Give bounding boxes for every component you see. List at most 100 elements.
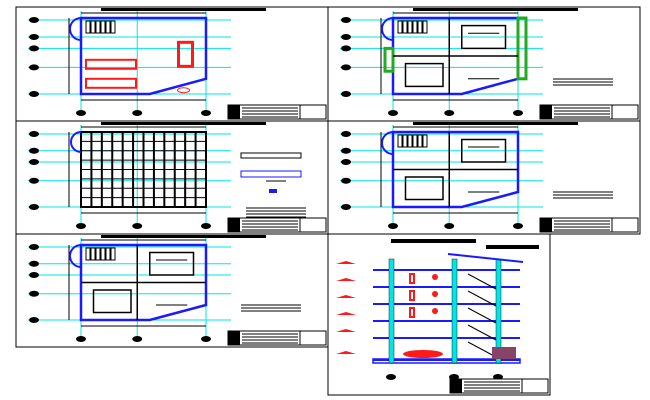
stair-tread: [407, 134, 413, 148]
title-block-logo: [540, 218, 552, 232]
floor-slab: [373, 337, 520, 339]
ground-slab: [372, 358, 521, 364]
bed-fixture: [85, 77, 137, 89]
axis-bubble: [201, 110, 211, 116]
room: [404, 62, 444, 88]
axis-bubble: [341, 159, 351, 165]
detail-beam: [240, 152, 302, 159]
level-marker: [336, 329, 356, 332]
axis-bubble: [513, 110, 523, 116]
axis-bubble: [29, 131, 39, 137]
sheet-border: [327, 120, 641, 235]
axis-bubble: [76, 336, 86, 342]
bed-fixture: [85, 58, 137, 70]
sheet-title-bar: [391, 239, 476, 243]
level-marker: [336, 351, 356, 354]
stair-tread: [110, 247, 116, 261]
stair-tread: [412, 134, 418, 148]
detail-symbol: [269, 189, 277, 193]
sheet-5-floor-plan: [15, 233, 329, 348]
axis-bubble: [341, 204, 351, 210]
room: [404, 176, 444, 201]
stair-tread: [397, 134, 403, 148]
floor-slab: [373, 320, 520, 322]
axis-bubble: [132, 110, 143, 116]
axis-bubble: [341, 177, 351, 184]
axis-bubble: [388, 223, 398, 229]
exterior-wall: [79, 243, 208, 322]
car-fixture: [177, 40, 194, 68]
stair-curve: [69, 17, 82, 41]
column: [451, 258, 458, 364]
fixture-ellipse: [177, 87, 190, 94]
stair-tread: [417, 134, 423, 148]
room: [149, 251, 195, 276]
axis-bubble: [444, 110, 455, 116]
foundation: [492, 347, 516, 359]
stair-tread: [412, 20, 418, 34]
stair-tread: [95, 247, 101, 261]
stair-tread: [417, 20, 423, 34]
hatch-area: [383, 46, 395, 73]
stair-tread: [407, 20, 413, 34]
sheet-title-bar: [101, 122, 266, 125]
axis-bubble: [341, 91, 351, 97]
stair-tread: [95, 20, 101, 34]
door: [409, 273, 415, 284]
axis-bubble: [201, 336, 211, 342]
sheet-4-floor-plan: [327, 120, 641, 235]
stair-flight: [467, 307, 497, 324]
sheet-6-section: [327, 233, 551, 396]
axis-bubble: [388, 110, 398, 116]
axis-bubble: [29, 204, 39, 210]
sheet-title-bar: [413, 122, 578, 125]
stair-tread: [422, 134, 428, 148]
axis-bubble: [341, 34, 351, 40]
sheet-title-bar: [101, 8, 266, 11]
axis-bubble: [29, 147, 39, 154]
axis-bubble: [29, 45, 39, 52]
axis-bubble: [513, 223, 523, 229]
room: [92, 289, 132, 314]
stair-curve: [381, 17, 394, 41]
stair-flight: [467, 273, 497, 290]
title-block-logo: [228, 331, 240, 345]
sheet-2-floor-plan: [327, 6, 641, 122]
axis-bubble: [29, 64, 39, 71]
stair-curve: [69, 244, 82, 268]
axis-bubble: [29, 91, 39, 97]
stair-flight: [467, 290, 497, 307]
axis-bubble: [444, 223, 455, 229]
axis-bubble: [29, 159, 39, 165]
stair-tread: [105, 20, 111, 34]
sheet-subtitle-bar: [486, 245, 539, 249]
stair-tread: [397, 20, 403, 34]
stair-tread: [110, 20, 116, 34]
axis-bubble: [132, 223, 143, 229]
axis-bubble: [29, 272, 39, 278]
stair-flight: [467, 341, 497, 358]
level-marker: [336, 261, 356, 264]
door: [409, 307, 415, 318]
level-marker: [336, 295, 356, 298]
stair-tread: [100, 247, 106, 261]
floor-slab: [373, 286, 520, 288]
sheet-border: [15, 6, 329, 122]
stair-tread: [85, 247, 91, 261]
axis-bubble: [29, 34, 39, 40]
axis-bubble: [29, 17, 39, 23]
axis-bubble: [341, 64, 351, 71]
sheet-border: [15, 233, 329, 348]
level-marker: [336, 278, 356, 281]
figure: [432, 274, 438, 280]
detail-section: [240, 170, 302, 178]
axis-bubble: [341, 17, 351, 23]
sheet-border: [327, 6, 641, 122]
stair-curve: [70, 131, 82, 153]
exterior-wall: [391, 130, 520, 209]
stair-tread: [100, 20, 106, 34]
title-block-logo: [450, 379, 462, 393]
sheet-title-bar: [413, 8, 578, 11]
figure: [432, 291, 438, 297]
axis-bubble: [341, 131, 351, 137]
